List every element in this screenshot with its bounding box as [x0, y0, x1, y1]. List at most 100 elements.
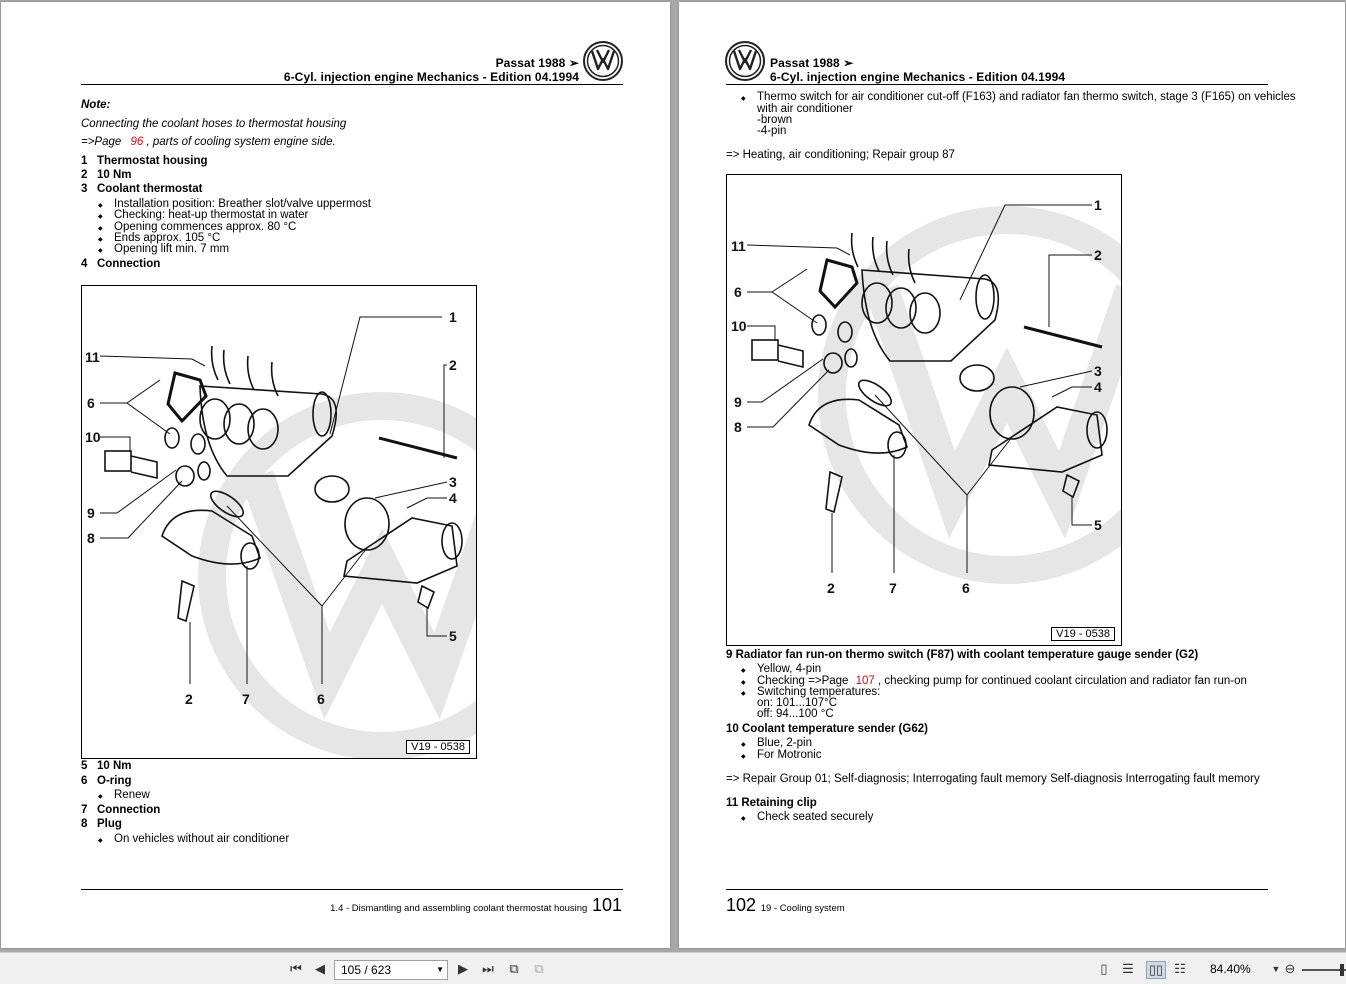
footer-text: 1.4 - Dismantling and assembling coolant… [330, 903, 588, 914]
page-number-select[interactable]: 105 / 623 ▼ [334, 960, 448, 980]
callout-label: 6 [317, 691, 325, 707]
callout-label: 8 [87, 530, 95, 546]
continuous-view-icon[interactable]: ☰ [1122, 961, 1134, 976]
bullet-item: For Motronic [741, 749, 821, 763]
bullet-item: Blue, 2-pin [741, 737, 812, 751]
footer-section: 1.4 - Dismantling and assembling coolant… [330, 895, 622, 919]
callout-label: 11 [85, 349, 100, 365]
vw-logo-icon [583, 41, 623, 81]
exploded-diagram: 1 2 3 4 5 6 7 8 9 10 11 2 6 V19 - 0538 [726, 174, 1122, 646]
thermostat-housing-diagram: 1 2 3 4 5 6 7 8 9 10 11 2 6 [85, 309, 476, 758]
callout-label: 1 [1094, 197, 1102, 213]
callout-label: 11 [731, 238, 746, 254]
callout-label: 4 [449, 490, 457, 506]
figure-id-label: V19 - 0538 [406, 740, 470, 754]
bullet-item: Thermo switch for air conditioner cut-of… [741, 91, 1296, 105]
callout-label: 8 [734, 419, 742, 435]
single-page-view-icon[interactable]: ▯ [1100, 961, 1108, 976]
callout-label: 2 [449, 357, 457, 373]
next-page-icon[interactable]: ▶ [458, 961, 468, 976]
viewer-toolbar: ⏮ ◀ 105 / 623 ▼ ▶ ⏭ ⧉ ⧉ ▯ ☰ ▯▯ ☷ 84.40% … [0, 952, 1346, 984]
temp-off: off: 94...100 °C [757, 708, 834, 720]
previous-page-icon[interactable]: ◀ [315, 961, 325, 976]
footer-section: 102 19 - Cooling system [726, 895, 845, 919]
first-page-icon[interactable]: ⏮ [290, 961, 302, 976]
bullet-item: Opening commences approx. 80 °C [98, 221, 296, 235]
page-header: Passat 1988 ➢ 6-Cyl. injection engine Me… [726, 54, 1268, 85]
page-number-value: 105 / 623 [341, 963, 392, 977]
page-number: 102 [726, 895, 757, 915]
footer-text: 19 - Cooling system [760, 903, 845, 914]
go-forward-view-icon[interactable]: ⧉ [534, 961, 544, 976]
callout-label: 10 [85, 429, 101, 445]
bullet-item: Installation position: Breather slot/val… [98, 198, 371, 212]
callout-label: 9 [87, 505, 95, 521]
heating-reference: => Heating, air conditioning; Repair gro… [726, 149, 955, 161]
bullet-item: Switching temperatures: [741, 686, 880, 700]
repair-reference: => Repair Group 01; Self-diagnosis; Inte… [726, 773, 1260, 785]
callout-label: 5 [1094, 517, 1102, 533]
callout-label: 4 [1094, 379, 1102, 395]
zoom-out-icon[interactable]: ⊖ [1284, 961, 1296, 976]
last-page-icon[interactable]: ⏭ [482, 961, 494, 976]
item-10-title: 10 Coolant temperature sender (G62) [726, 723, 928, 735]
thermostat-housing-diagram: 1 2 3 4 5 6 7 8 9 10 11 2 6 [731, 197, 1121, 596]
item-9-title: 9 Radiator fan run-on thermo switch (F87… [726, 649, 1199, 661]
bullet-continuation: with air conditioner [757, 103, 853, 115]
ref-prefix: =>Page [81, 136, 122, 148]
vw-watermark-icon [198, 392, 476, 758]
bullet-item: Ends approx. 105 °C [98, 232, 220, 246]
callout-label: 7 [242, 691, 250, 707]
callout-label: 3 [1094, 363, 1102, 379]
two-page-view-icon[interactable]: ▯▯ [1146, 961, 1166, 979]
temp-on: on: 101...107°C [757, 697, 838, 709]
callout-label: 3 [449, 474, 457, 490]
chevron-down-icon: ▼ [436, 965, 444, 974]
bullet-continuation: -4-pin [757, 125, 787, 137]
zoom-slider-handle[interactable] [1340, 964, 1344, 976]
bullet-item: Yellow, 4-pin [741, 663, 821, 677]
bullet-item: Check seated securely [741, 811, 873, 825]
figure-id-label: V19 - 0538 [1051, 627, 1115, 641]
callout-label: 7 [889, 580, 897, 596]
bullet-continuation: -brown [757, 114, 793, 126]
callout-label: 2 [185, 691, 193, 707]
ref-suffix: , parts of cooling system engine side. [146, 136, 336, 148]
ref-page-link[interactable]: 96 [130, 136, 144, 148]
callout-label: 6 [734, 284, 742, 300]
zoom-slider-track[interactable] [1302, 969, 1346, 971]
footer-rule [726, 889, 1268, 890]
page-header: Passat 1988 ➢ 6-Cyl. injection engine Me… [81, 54, 623, 85]
header-manual-title: 6-Cyl. injection engine Mechanics - Edit… [283, 70, 579, 84]
bullet-item: Checking =>Page 107 , checking pump for … [741, 675, 1247, 689]
page-left: Passat 1988 ➢ 6-Cyl. injection engine Me… [1, 2, 670, 948]
bullet-item: Renew [98, 789, 150, 803]
two-page-continuous-view-icon[interactable]: ☷ [1174, 961, 1186, 976]
zoom-dropdown-chevron-down-icon[interactable]: ▼ [1271, 964, 1281, 974]
go-back-view-icon[interactable]: ⧉ [509, 961, 519, 976]
note-reference: =>Page 96 , parts of cooling system engi… [81, 136, 336, 149]
bullet-item: Opening lift min. 7 mm [98, 243, 229, 257]
page-number: 101 [591, 895, 622, 915]
callout-label: 9 [734, 394, 742, 410]
callout-label: 6 [87, 395, 95, 411]
bullet-item: On vehicles without air conditioner [98, 833, 289, 847]
vw-watermark-icon [818, 206, 1121, 584]
callout-label: 2 [827, 580, 835, 596]
note-text: Connecting the coolant hoses to thermost… [81, 118, 347, 130]
callout-label: 1 [449, 309, 457, 325]
item-11-title: 11 Retaining clip [726, 797, 817, 809]
callout-label: 5 [449, 628, 457, 644]
exploded-diagram: 1 2 3 4 5 6 7 8 9 10 11 2 6 V19 - 0538 [81, 285, 477, 759]
zoom-level[interactable]: 84.40% [1210, 962, 1251, 976]
callout-label: 6 [962, 580, 970, 596]
ref-page-link[interactable]: 107 [855, 675, 875, 687]
header-manual-title: 6-Cyl. injection engine Mechanics - Edit… [770, 70, 1066, 84]
